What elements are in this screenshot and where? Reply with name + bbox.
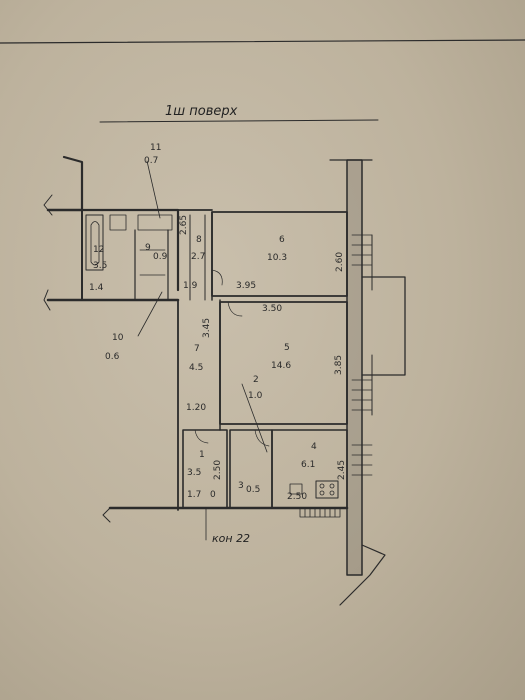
dim-1-7: 1.7: [187, 490, 202, 500]
room-7-area: 4.5: [189, 363, 204, 373]
top-border-line: [0, 39, 525, 44]
dim-1-4: 1.4: [89, 283, 104, 293]
room-6-number: 6: [279, 235, 285, 245]
room-2-area: 1.0: [248, 391, 263, 401]
room-1-number: 1: [199, 450, 205, 460]
dim-3-95: 3.95: [236, 281, 257, 291]
room-12-area: 3.5: [93, 261, 108, 271]
dim-2-65: 2.65: [179, 214, 189, 235]
balcony: [361, 276, 406, 376]
dim-1-20: 1.20: [186, 403, 207, 413]
wall-right-break: [339, 544, 386, 606]
floor-title: 1ш поверх: [165, 104, 238, 119]
break-marks-left: [43, 194, 53, 311]
room-11-area: 0.7: [144, 156, 159, 166]
room-3-number: 3: [238, 481, 244, 491]
room-3-area: 0.5: [246, 485, 261, 495]
room-10-area: 0.6: [105, 352, 120, 362]
room-10-number: 10: [112, 333, 124, 343]
dim-2-60: 2.60: [335, 251, 345, 272]
title-underline: [99, 119, 379, 123]
room-7-number: 7: [194, 344, 200, 354]
room-9-area: 0.9: [153, 252, 168, 262]
address-label: кон 22: [212, 532, 251, 545]
room-2-number: 2: [253, 375, 259, 385]
dim-3-85: 3.85: [334, 354, 344, 375]
dim-2-50-vertical: 2.50: [213, 459, 223, 480]
room-4-area: 6.1: [301, 460, 316, 470]
dim-3-50: 3.50: [262, 304, 283, 314]
wall-right-outer: [346, 159, 363, 576]
room-12-number: 12: [93, 245, 105, 255]
dim-1-9: 1.9: [183, 281, 198, 291]
room-11-number: 11: [150, 143, 162, 153]
room-5-number: 5: [284, 343, 290, 353]
room-8-number: 8: [196, 235, 202, 245]
dim-3-45: 3.45: [202, 317, 212, 338]
room-6-area: 10.3: [267, 253, 288, 263]
dim-0: 0: [210, 490, 216, 500]
room-3-outline: [229, 429, 273, 509]
room-8-area: 2.7: [191, 252, 206, 262]
room-1-area: 3.5: [187, 468, 202, 478]
stove-symbol: [315, 480, 339, 499]
room-9-number: 9: [145, 243, 151, 253]
room-4-number: 4: [311, 442, 317, 452]
room-5-area: 14.6: [271, 361, 292, 371]
dim-2-45: 2.45: [337, 459, 347, 480]
dim-2-50-bottom: 2.50: [287, 492, 308, 502]
